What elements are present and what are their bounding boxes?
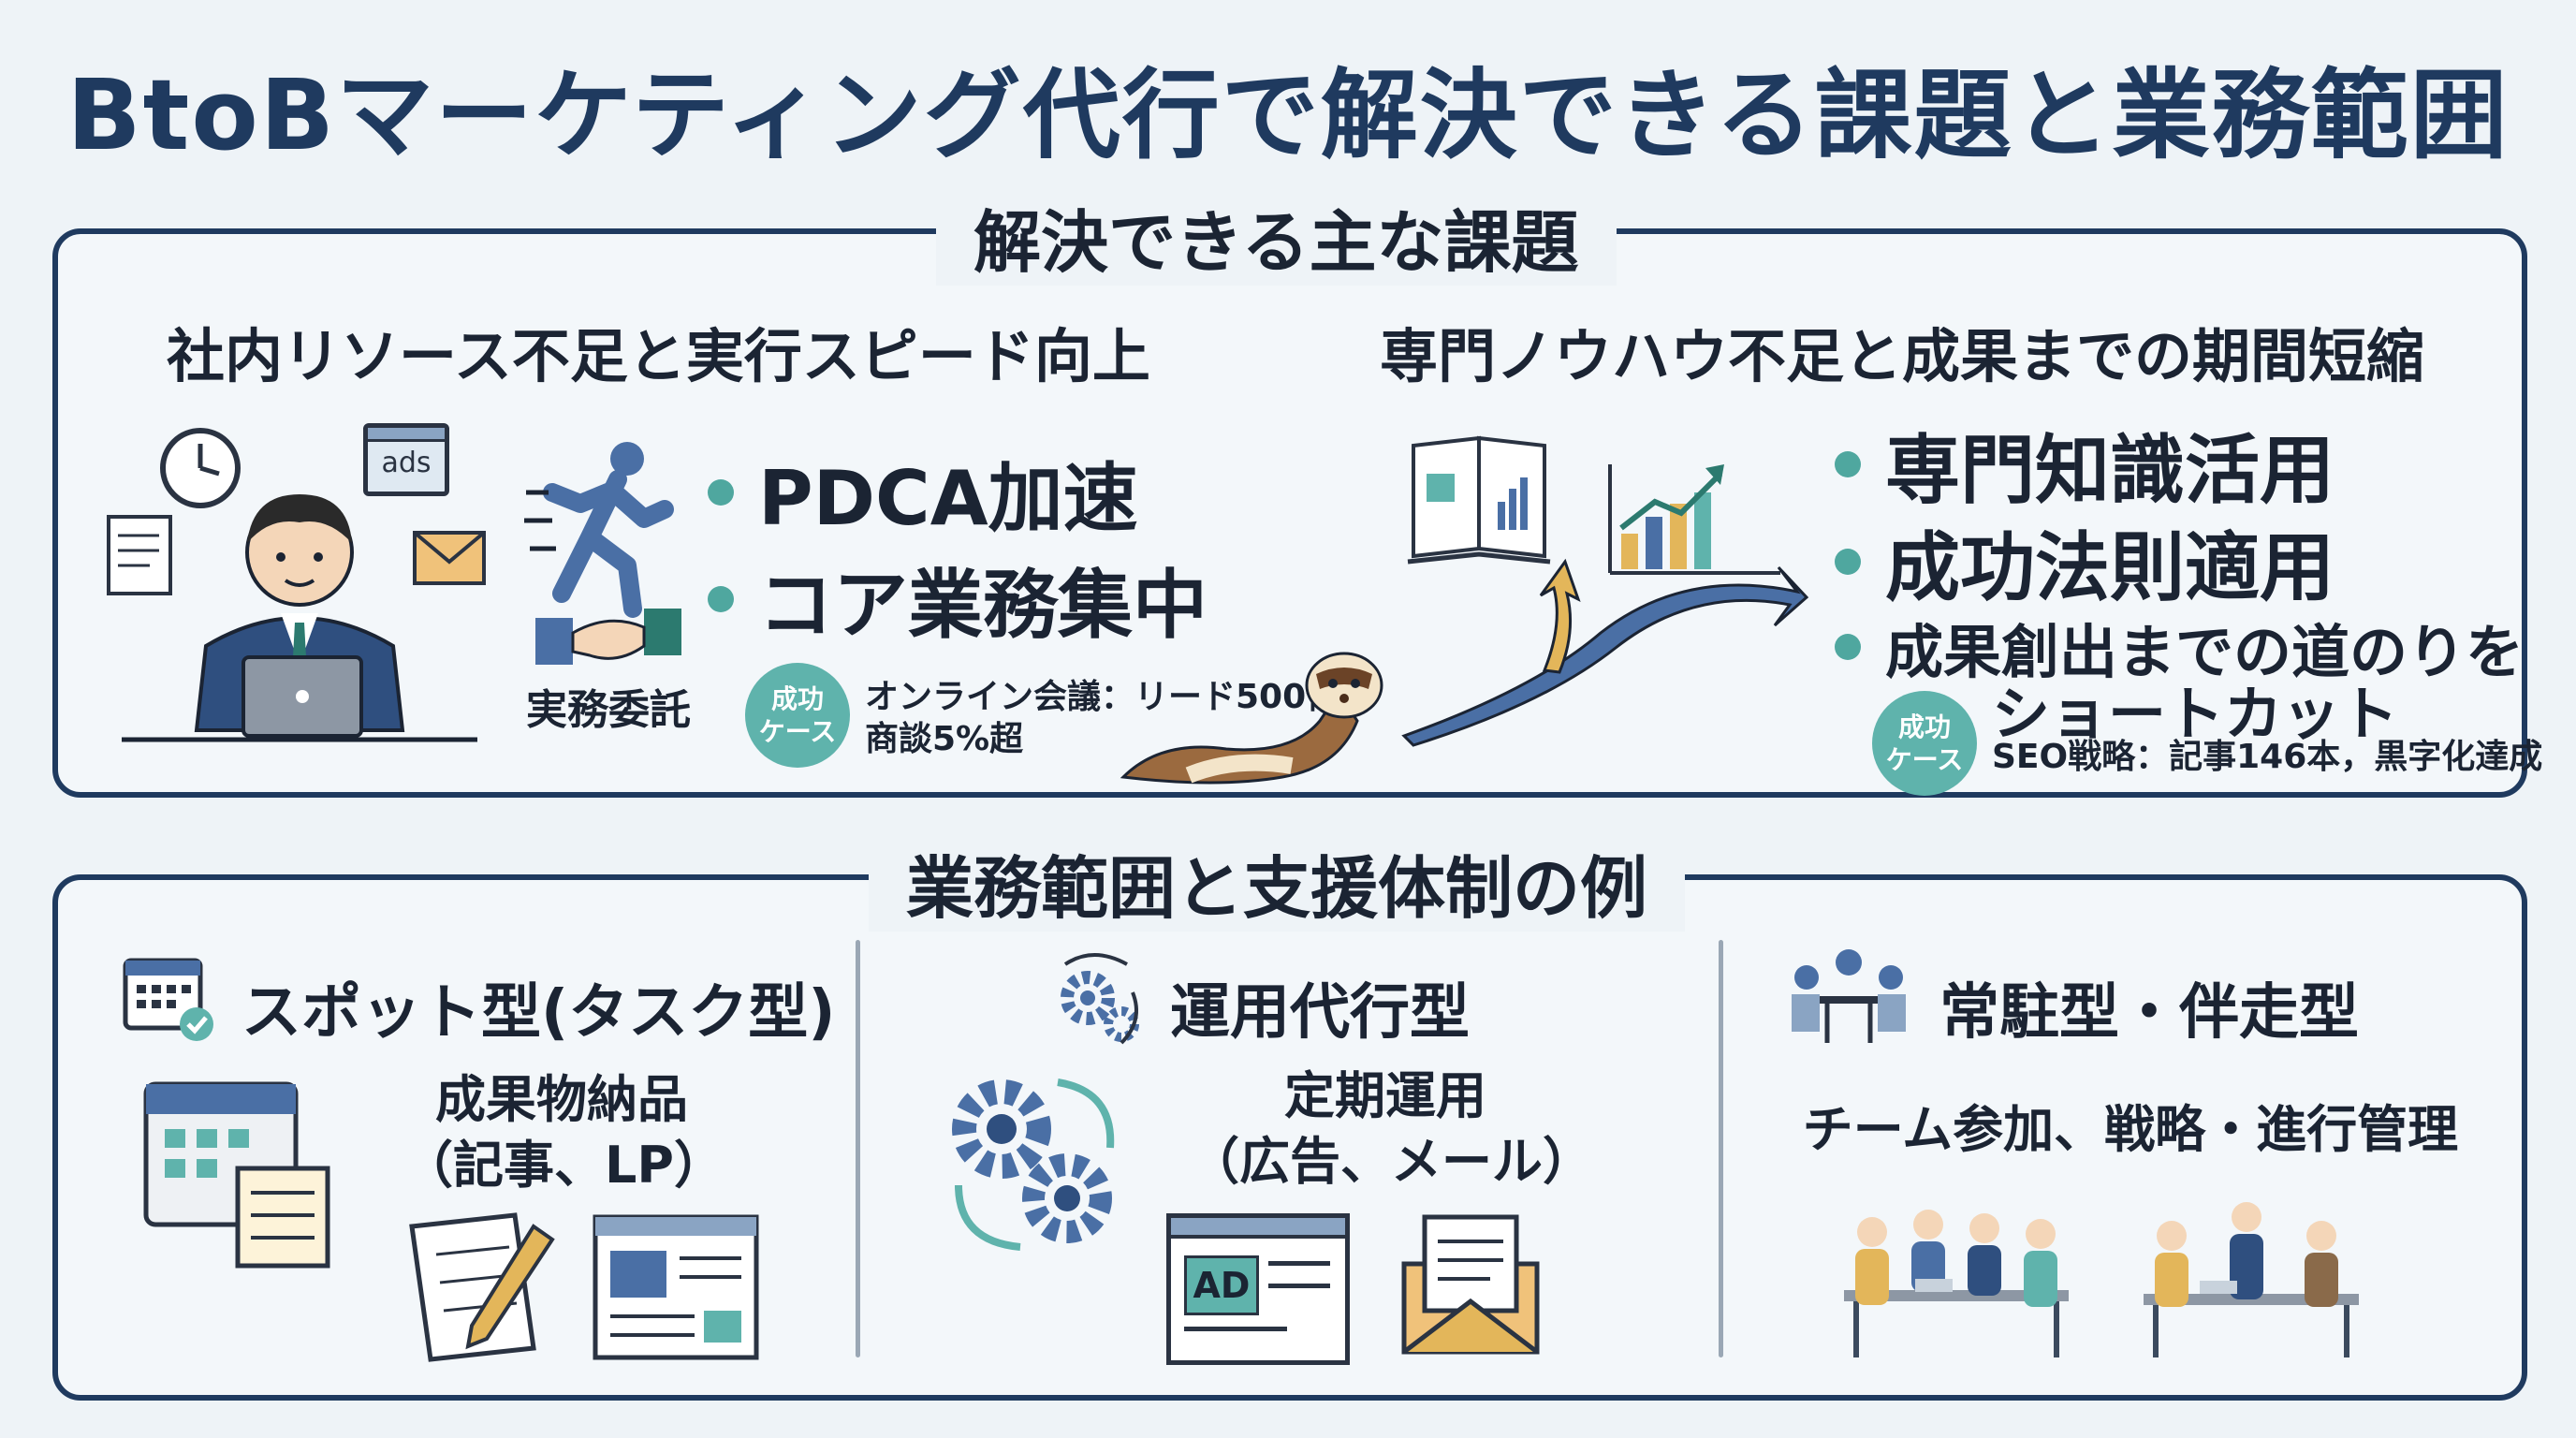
laptop-icon [122, 655, 477, 742]
bullet-text: PDCA加速 [758, 455, 1138, 542]
ad-label: AD [1184, 1255, 1259, 1315]
ad-browser-icon: AD [1166, 1213, 1350, 1365]
spot-type-body: 成果物納品 （記事、LP） [402, 1070, 724, 1196]
bullet-expertise: 専門知識活用 [1835, 410, 2334, 519]
bullet-text: ショートカット [1992, 680, 2399, 748]
bullet-pdca: PDCA加速 [708, 438, 1138, 547]
web-page-icon [593, 1214, 759, 1360]
resident-type-body: チーム参加、戦略・進行管理 [1802, 1100, 2459, 1159]
bullet-dot [708, 586, 734, 612]
handshake-icon [535, 609, 681, 665]
challenges-heading: 解決できる主な課題 [936, 187, 1617, 286]
meeting-group-right [2144, 1202, 2359, 1357]
businessman-illustration [107, 428, 477, 742]
meeting-group-left [1844, 1210, 2069, 1357]
bullet-success-rules: 成功法則適用 [1835, 507, 2334, 616]
open-book-icon [1407, 435, 1551, 565]
gears-cycle-icon [1061, 953, 1139, 1045]
challenges-panel [52, 228, 2527, 798]
team-meeting-illustration [1844, 1202, 2359, 1357]
bar-chart-icon [1608, 464, 1780, 575]
envelope-letter-icon [1401, 1214, 1540, 1355]
bullet-text: 専門知識活用 [1885, 427, 2334, 514]
bullet-text: コア業務集中 [758, 562, 1208, 649]
calendar-checklist-icon [143, 1081, 330, 1269]
resident-type-title: 常駐型・伴走型 [1939, 978, 2359, 1048]
bullet-dot [1835, 549, 1861, 575]
bullet-text: 成果創出までの道のりを [1885, 618, 2525, 686]
gears-illustration [952, 1078, 1115, 1251]
bullet-shortcut: 成果創出までの道のりを [1835, 605, 2524, 689]
upward-arrow-icon [1401, 558, 1809, 747]
ads-window-icon: ads [363, 423, 449, 496]
delegation-label: 実務委託 [526, 686, 691, 734]
bullet-shortcut-line2: ショートカット [1992, 667, 2398, 751]
spot-type-title: スポット型(タスク型) [242, 978, 836, 1048]
document-icon [107, 515, 172, 595]
notebook-pencil-icon [409, 1212, 555, 1362]
left-subtitle: 社内リソース不足と実行スピード向上 [167, 322, 1150, 390]
scope-heading: 業務範囲と支援体制の例 [869, 833, 1686, 932]
book-chart-illustration [1401, 435, 1809, 747]
page-title: BtoBマーケティング代行で解決できる課題と業務範囲 [66, 58, 2510, 172]
bullet-dot [1835, 451, 1861, 477]
team-meeting-icon [1792, 949, 1906, 1043]
column-divider [1719, 940, 1723, 1357]
calendar-check-icon [123, 958, 213, 1041]
bullet-text: 成功法則適用 [1885, 524, 2334, 611]
running-person-icon [524, 442, 674, 618]
success-case-badge-right: 成功 ケース [1872, 691, 1977, 796]
case-text-right: SEO戦略：記事146本，黒字化達成 [1992, 738, 2543, 776]
mail-icon [413, 531, 486, 585]
bullet-core-focus: コア業務集中 [708, 545, 1208, 653]
right-subtitle: 専門ノウハウ不足と成果までの期間短縮 [1380, 322, 2425, 390]
success-case-badge-left: 成功 ケース [745, 663, 850, 768]
case-text-left: オンライン会議：リード500件 商談5%超 [865, 678, 1340, 758]
column-divider [856, 940, 860, 1357]
ads-label: ads [381, 447, 432, 479]
clock-icon [160, 428, 241, 508]
bullet-dot [708, 479, 734, 506]
operation-type-body: 定期運用 （広告、メール） [1189, 1066, 1593, 1192]
ferret-mascot-illustration [1120, 652, 1383, 785]
operation-type-title: 運用代行型 [1170, 978, 1470, 1048]
bullet-dot [1835, 634, 1861, 660]
